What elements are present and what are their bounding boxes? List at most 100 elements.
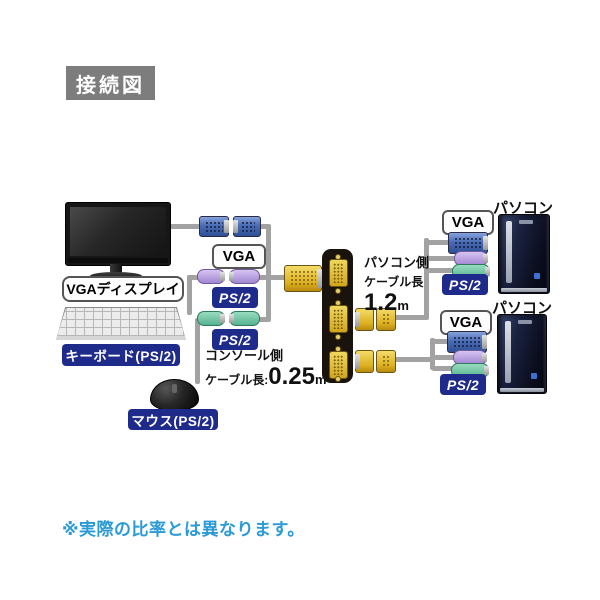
ps2-connector-icon <box>197 269 225 284</box>
console-cable-length-value: 0.25 <box>268 363 315 390</box>
green-to-trunk-cable <box>257 317 270 322</box>
vga-display-label: VGAディスプレイ <box>62 276 184 302</box>
keyboard-label: キーボード(PS/2) <box>62 344 180 366</box>
kvm-pc2-plug-icon <box>376 350 396 373</box>
ps2-connector-icon <box>229 269 260 284</box>
monitor-bottom-strip <box>68 258 168 263</box>
drive-bay <box>506 221 512 283</box>
plug-nose <box>317 269 322 288</box>
plug-detail <box>382 313 390 326</box>
ps2-connector-icon <box>229 311 260 326</box>
kvm-switch-icon <box>322 249 353 383</box>
ps2-nose <box>229 314 234 323</box>
tower-pc-icon <box>498 214 550 294</box>
ps2-nose <box>485 267 490 276</box>
vga-nose <box>482 335 487 349</box>
vga-connector-icon <box>447 331 487 353</box>
kvm-pc2-plug-icon <box>355 350 374 373</box>
tower-pc-icon <box>497 314 547 394</box>
pc2-ps2-label: PS/2 <box>440 374 486 395</box>
purple-to-trunk-cable <box>257 275 270 280</box>
pc-logo <box>534 273 540 279</box>
cable-length-text: ケーブル長 <box>364 275 424 289</box>
monitor-bezel <box>65 202 171 266</box>
pc1-ps2-purple-stub <box>426 256 456 261</box>
pc-side-text: パソコン側 <box>364 255 430 270</box>
plug-nose <box>355 312 360 327</box>
kvm-console-port <box>329 259 348 287</box>
console-ps2-keyboard-label: PS/2 <box>212 287 258 308</box>
vga-nose <box>483 236 488 250</box>
mouse-icon <box>150 379 199 411</box>
vga-connector-icon <box>233 216 261 237</box>
port-screw <box>335 334 341 340</box>
vga-nose <box>233 220 238 233</box>
kvm-pc1-plug-icon <box>376 308 396 331</box>
console-vga-label: VGA <box>212 244 266 269</box>
ps2-nose <box>482 353 487 362</box>
kvm-pc1-plug-icon <box>355 308 374 331</box>
ps2-nose <box>484 366 489 375</box>
console-cable-note: コンソール側 ケーブル長: 0.25 m <box>205 345 335 389</box>
cable-length-text: ケーブル長: <box>205 373 269 387</box>
port-screw <box>335 288 341 294</box>
pc1-cable-horizontal <box>394 315 428 320</box>
pc1-ps2-green-stub <box>426 268 454 273</box>
console-cable-length-unit: m <box>315 372 327 387</box>
pc-cable-length-unit: m <box>397 298 409 313</box>
console-ps2-mouse-label: PS/2 <box>212 329 258 350</box>
trunk-to-switch-cable <box>268 275 286 280</box>
mouse-cable <box>195 318 200 384</box>
pc-base <box>500 388 544 392</box>
vga-pins <box>454 237 482 249</box>
keyboard-front-edge <box>56 336 186 340</box>
pc-cable-length-value: 1.2 <box>364 289 398 316</box>
ps2-nose <box>483 254 488 263</box>
pc2-cable-vertical <box>430 338 435 370</box>
drive-bay <box>505 321 511 383</box>
kvm-pc1-port <box>329 305 348 333</box>
pc2-cable-horizontal <box>394 357 434 362</box>
port-screw <box>335 376 341 382</box>
monitor-neck <box>110 264 122 273</box>
keyboard-cable <box>187 275 192 315</box>
pc1-cable-vertical <box>424 238 429 320</box>
pc1-ps2-label: PS/2 <box>442 274 488 295</box>
console-trunk-cable <box>266 224 271 322</box>
pc-logo <box>531 373 537 379</box>
vga-to-trunk-cable <box>258 224 270 229</box>
vga-nose <box>224 220 229 233</box>
keyboard-keys <box>57 308 185 336</box>
plug-detail <box>382 355 390 368</box>
vga-pins <box>205 221 223 232</box>
vent <box>519 220 533 224</box>
vga-pins <box>453 336 481 348</box>
plug-nose <box>355 354 360 369</box>
pc1-vga-label: VGA <box>442 210 494 235</box>
keyboard-icon <box>56 307 186 340</box>
console-side-text: コンソール側 <box>205 348 284 363</box>
pc-cable-note: パソコン側 ケーブル長 1.2 m <box>364 252 434 315</box>
ps2-nose <box>229 272 234 281</box>
pc2-vga-stub <box>432 339 452 344</box>
page-title: 接続図 <box>66 66 155 100</box>
pc2-ps2-green-stub <box>432 366 456 371</box>
ps2-nose <box>220 272 225 281</box>
vent <box>518 320 532 324</box>
kvm-pc2-port <box>329 351 348 379</box>
ps2-connector-icon <box>197 311 225 326</box>
ps2-nose <box>220 314 225 323</box>
scale-disclaimer: ※実際の比率とは異なります。 <box>62 520 305 539</box>
pc2-ps2-purple-stub <box>432 355 458 360</box>
monitor-cable <box>166 224 202 229</box>
pc1-vga-stub <box>426 240 450 245</box>
port-pins <box>333 263 344 283</box>
monitor-screen <box>70 207 166 256</box>
vga-connector-icon <box>199 216 229 237</box>
plug-detail <box>290 270 316 287</box>
port-pins <box>333 355 344 375</box>
vga-pins <box>241 221 255 232</box>
vga-connector-icon <box>448 232 488 254</box>
keyboard-branch-cable <box>187 275 199 280</box>
